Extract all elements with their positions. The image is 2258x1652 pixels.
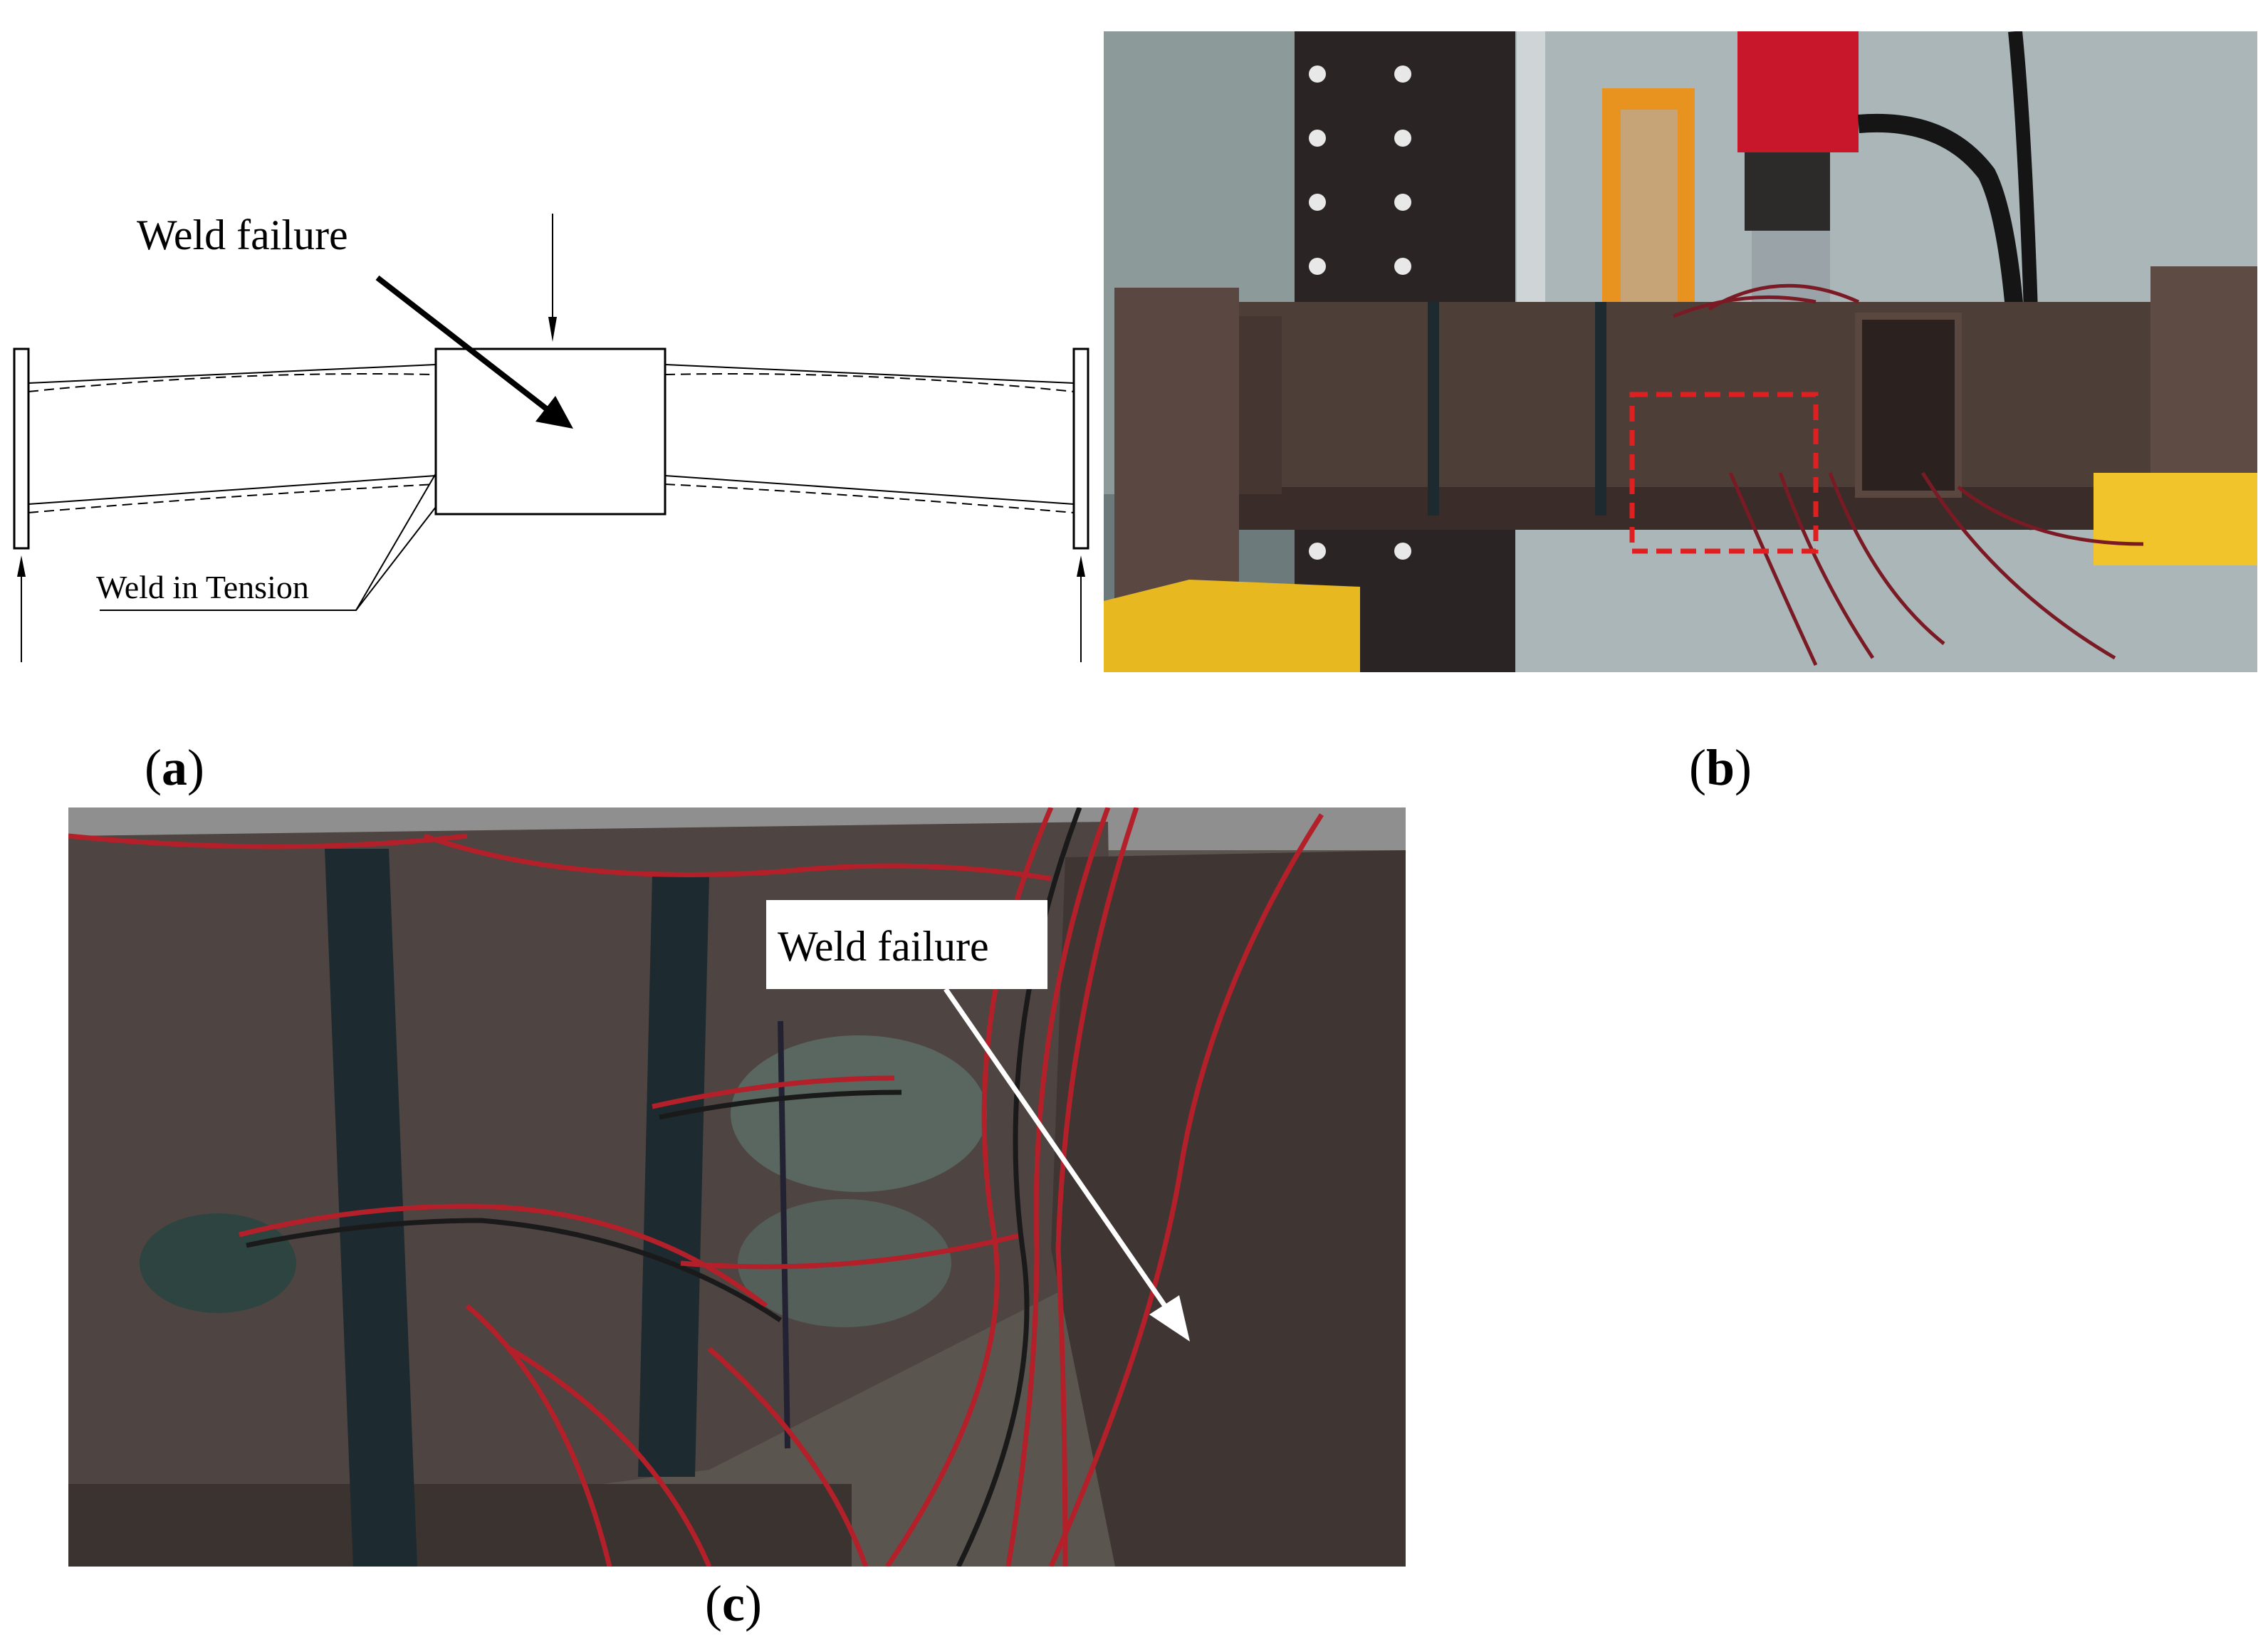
beam-side-face: [68, 822, 1115, 1555]
panel-c-label-close: ): [744, 1575, 762, 1632]
load-arrow-head: [548, 317, 557, 342]
actuator-grip: [1745, 152, 1830, 231]
left-end-plate: [13, 347, 30, 550]
weld-failure-arrow-c-shaft: [944, 988, 1167, 1307]
panel-b-label-close: ): [1735, 739, 1752, 796]
panel-c-label-letter: c: [721, 1575, 745, 1632]
closeup-wires: [68, 807, 1324, 1567]
right-end-plate: [1072, 347, 1089, 550]
weld-failure-arrow-shaft: [375, 275, 554, 416]
panel-b-label-open: (: [1689, 739, 1706, 796]
hollow-section-end: [1855, 313, 1962, 498]
left-beam-bottom-deformed: [28, 483, 437, 513]
test-beam: [1182, 302, 2150, 516]
weld-failure-arrow-c-head: [1149, 1295, 1190, 1342]
left-beam-top-deformed: [28, 373, 437, 392]
left-support-arrow-head: [17, 555, 26, 577]
tape-strip-2: [638, 875, 709, 1477]
right-yellow-support: [2094, 473, 2257, 565]
right-beam-top-edge: [664, 364, 1075, 384]
weld-failure-arrow-head: [535, 396, 573, 429]
panel-a-label-close: ): [187, 739, 204, 796]
weld-tension-label: Weld in Tension: [96, 569, 309, 605]
left-beam-bottom-edge: [28, 475, 437, 505]
weld-failure-label: Weld failure: [137, 211, 348, 258]
left-end-plate-photo: [1114, 288, 1239, 622]
joint-box: [434, 347, 667, 516]
panel-b-label-letter: b: [1705, 739, 1735, 796]
weld-failure-label-c: Weld failure: [778, 923, 989, 970]
scaffold-pole: [1517, 31, 1545, 316]
hydraulic-actuator: [1737, 31, 1859, 152]
beam-tape-2: [1595, 302, 1606, 516]
panel-c-label: (c): [705, 1578, 762, 1629]
panel-a-label: (a): [145, 742, 204, 793]
tape-strip-1: [325, 849, 417, 1567]
left-beam-top-edge: [28, 364, 437, 384]
gauge-patch-1: [140, 1213, 296, 1313]
right-beam-bottom-edge: [664, 475, 1075, 505]
weld-failure-label-box: [766, 900, 1047, 989]
beam-shadow: [1182, 487, 2150, 530]
right-beam-bottom-deformed: [664, 483, 1075, 513]
left-stiffeners: [1239, 316, 1282, 494]
left-yellow-support: [1104, 580, 1360, 672]
panel-b-photo: [1104, 31, 2257, 672]
panel-a-label-letter: a: [161, 739, 187, 796]
hollow-section-face: [1051, 850, 1406, 1567]
panel-b-label: (b): [1689, 742, 1752, 793]
panel-a-label-open: (: [145, 739, 162, 796]
panel-c-label-open: (: [705, 1575, 722, 1632]
right-support-arrow-head: [1077, 555, 1085, 577]
weld-crack-line: [778, 1020, 790, 1449]
panel-c-photo: Weld failure: [68, 807, 1406, 1567]
weld-tension-leader-lower: [355, 506, 437, 611]
instrumentation-wires: [1673, 283, 2144, 666]
closeup-bottom-clutter: [68, 1484, 852, 1567]
beam-tape-1: [1428, 302, 1439, 516]
gauge-patch-2: [731, 1035, 987, 1192]
right-beam-top-deformed: [664, 373, 1075, 392]
panel-a-schematic: Weld failure Weld in Tension: [13, 211, 1089, 662]
